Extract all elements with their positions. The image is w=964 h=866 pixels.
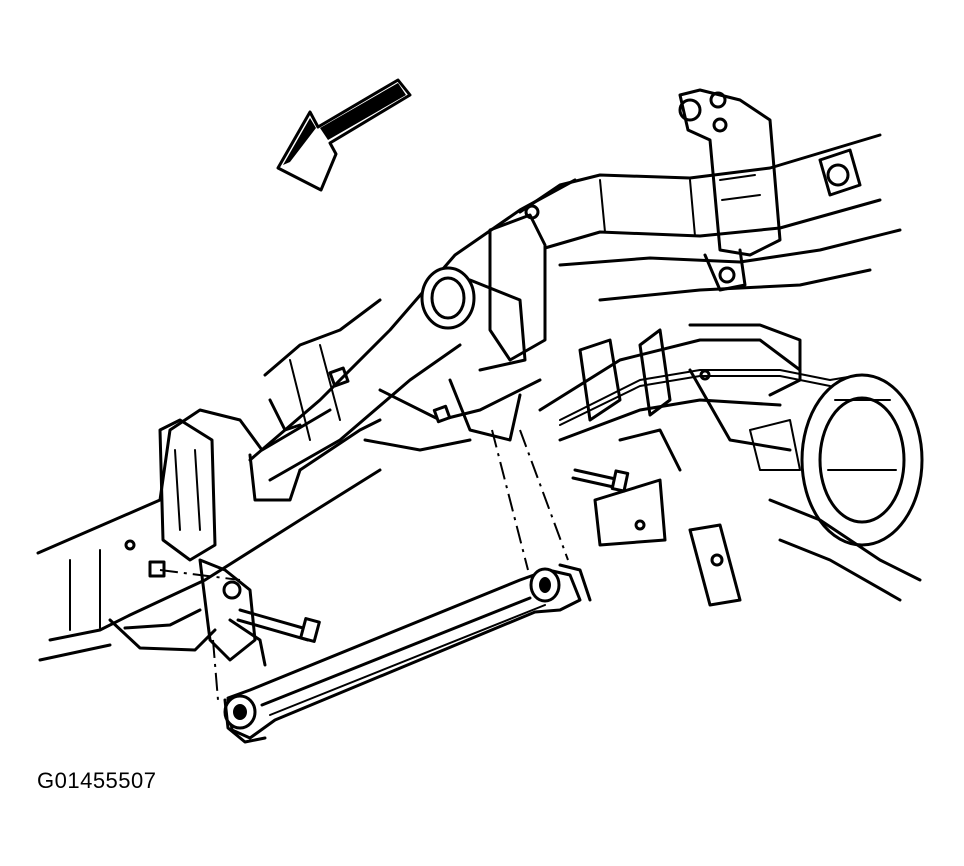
frame-rail-left xyxy=(36,408,382,662)
bolt-front xyxy=(236,608,321,643)
crossmember xyxy=(363,204,547,452)
nut-rear xyxy=(432,404,452,424)
upper-shock-mount xyxy=(678,88,782,292)
rear-axle xyxy=(538,323,924,607)
bolt-rear xyxy=(571,468,630,493)
nut-front xyxy=(148,560,166,578)
brake-line xyxy=(559,369,861,426)
forward-arrow-icon xyxy=(276,78,412,192)
lower-control-arm xyxy=(223,563,592,744)
front-arm-bracket xyxy=(198,558,267,667)
alignment-lines xyxy=(159,429,569,701)
frame-rail-upper xyxy=(518,133,902,302)
frame-kickup xyxy=(248,178,577,502)
figure-id-label: G01455507 xyxy=(37,768,157,793)
